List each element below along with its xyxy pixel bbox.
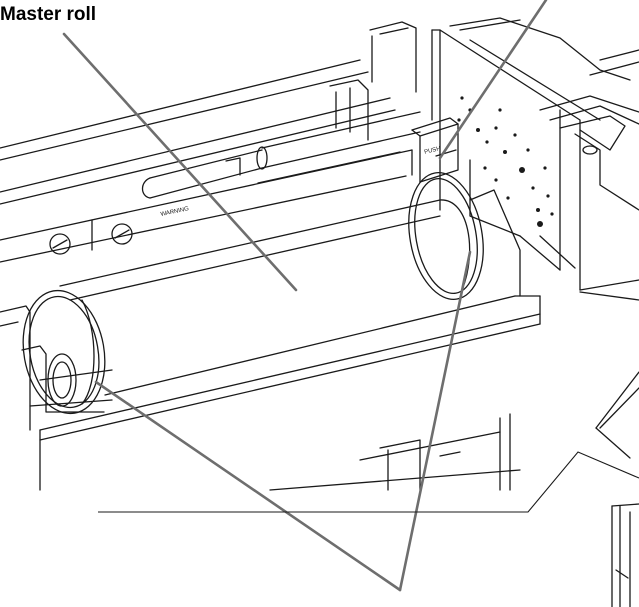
right-flange: [408, 172, 521, 300]
warning-text: WARNING: [160, 206, 190, 218]
upper-frame-rails: [0, 21, 417, 205]
side-panel: [431, 17, 639, 291]
push-lever: [329, 79, 459, 183]
front-deck: [39, 291, 639, 491]
feed-roller: [141, 111, 421, 199]
pointer-line: [98, 451, 639, 513]
push-lever-leader: [438, 0, 548, 160]
warning-plate: [0, 149, 413, 263]
master-roll-label: Master roll: [0, 4, 97, 25]
detail-box: [595, 371, 639, 607]
panel-holes: [457, 96, 554, 227]
left-flange-leader: [94, 380, 402, 592]
right-flange-leader: [398, 250, 472, 592]
leader-lines: [62, 0, 548, 592]
left-flange: [0, 289, 113, 431]
push-text: PUSH: [424, 146, 442, 156]
master-roll-leader: [62, 32, 298, 292]
